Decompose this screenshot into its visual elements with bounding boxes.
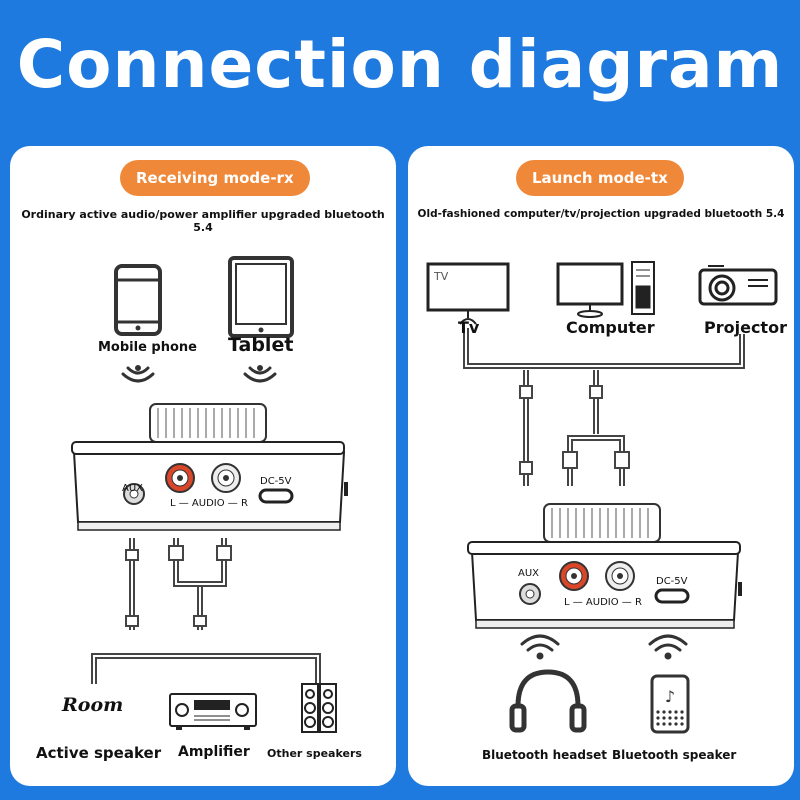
tx-subtitle: Old-fashioned computer/tv/projection upg…: [417, 208, 785, 220]
receiver-device: [71, 403, 348, 531]
transmitter-device: [467, 503, 742, 629]
other-speakers-label: Other speakers: [267, 747, 362, 760]
tv-icon: [426, 262, 510, 325]
tablet-icon: [228, 256, 294, 338]
signal-icon-phone: [121, 365, 155, 383]
signal-icon-tablet: [243, 365, 277, 383]
page-title: Connection diagram: [16, 26, 784, 103]
mode-badge-tx: Launch mode-tx: [516, 160, 684, 196]
room-label: Room: [62, 694, 124, 716]
audio-port-label-tx: L — AUDIO — R: [564, 597, 642, 608]
other-speakers-icon: [301, 683, 337, 733]
headset-icon: [509, 669, 587, 733]
launch-mode-panel: Launch mode-tx Old-fashioned computer/tv…: [408, 146, 794, 786]
bt-speaker-icon: ♪: [650, 674, 690, 734]
svg-text:♪: ♪: [665, 687, 675, 706]
active-speaker-label: Active speaker: [36, 744, 162, 762]
aux-port-label-tx: AUX: [518, 568, 540, 579]
cables-rx: [91, 538, 321, 684]
tv-label: Tv: [458, 318, 480, 337]
computer-icon: [556, 261, 655, 318]
rx-illustration: [71, 256, 348, 733]
dc-port-label: DC-5V: [260, 476, 292, 487]
mode-badge-rx: Receiving mode-rx: [120, 160, 310, 196]
bluetooth-speaker-label: Bluetooth speaker: [612, 748, 737, 762]
rx-subtitle: Ordinary active audio/power amplifier up…: [21, 208, 385, 234]
receiving-mode-panel: Receiving mode-rx Ordinary active audio/…: [10, 146, 396, 786]
mobile-phone-label: Mobile phone: [98, 340, 197, 355]
amplifier-icon: [169, 693, 257, 730]
tablet-label: Tablet: [228, 334, 294, 356]
projector-label: Projector: [704, 318, 787, 337]
wifi-icon-headset: [520, 634, 560, 660]
aux-port-label: AUX: [122, 483, 144, 494]
tx-illustration: ♪: [426, 261, 778, 734]
projector-icon: [698, 265, 778, 306]
mobile-phone-icon: [114, 264, 162, 336]
bluetooth-headset-label: Bluetooth headset: [482, 748, 608, 762]
tv-screen-label: TV: [434, 270, 449, 283]
dc-port-label-tx: DC-5V: [656, 576, 688, 587]
computer-label: Computer: [566, 318, 655, 337]
audio-port-label: L — AUDIO — R: [170, 498, 248, 509]
cables-tx: [463, 328, 745, 486]
wifi-icon-speaker: [648, 634, 688, 660]
amplifier-label: Amplifier: [178, 744, 250, 760]
